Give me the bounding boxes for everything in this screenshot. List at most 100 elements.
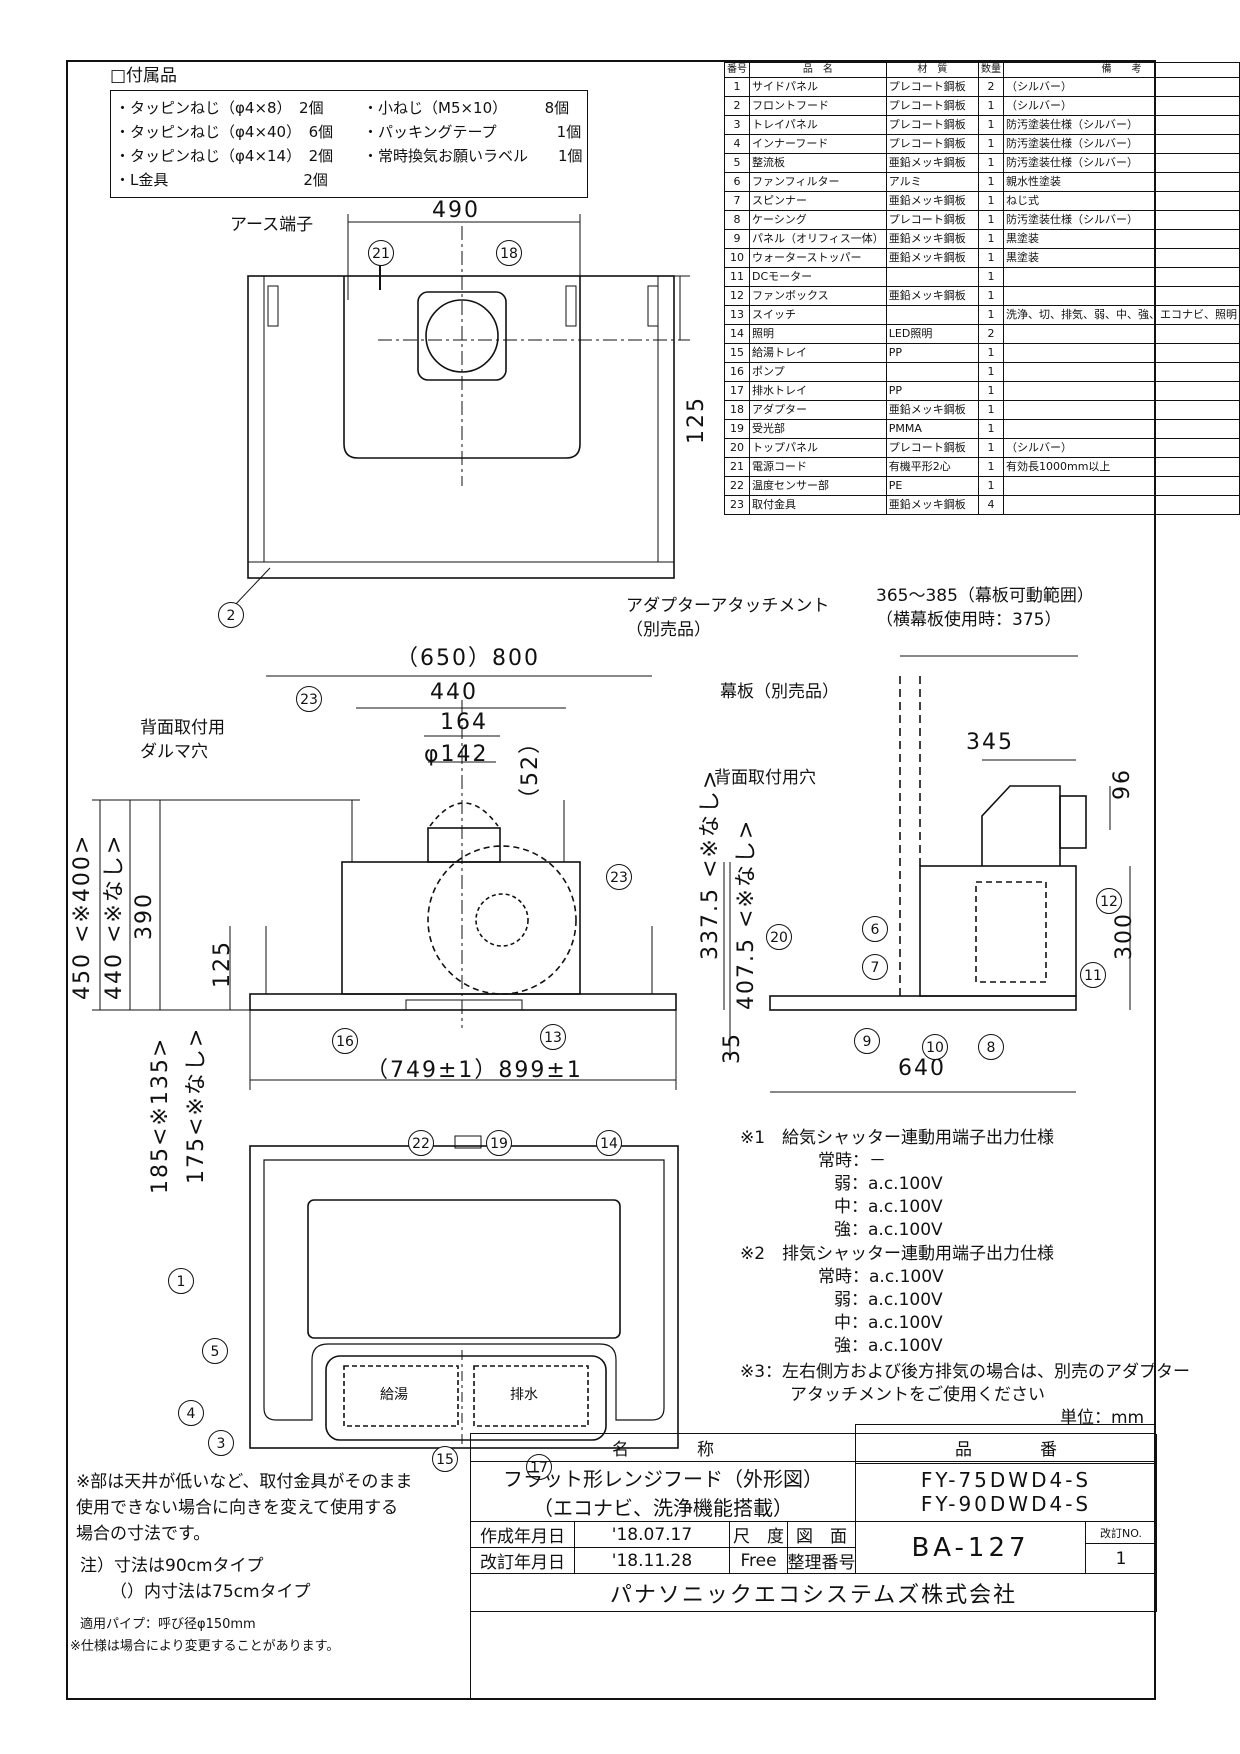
note-3-line-2: アタッチメントをご使用ください — [790, 1385, 1045, 1405]
sold-separately-label: （別売品） — [626, 620, 711, 640]
product-name-line-2: （エコナビ、洗浄機能搭載） — [533, 1495, 793, 1520]
part-name: フロントフード — [749, 96, 887, 116]
dim-142: φ142 — [424, 742, 489, 767]
note-2-title: ※2 排気シャッター連動用端子出力仕様 — [740, 1244, 1055, 1264]
callout-8: 8 — [978, 1034, 1004, 1060]
revised-label: 改訂年月日 — [471, 1548, 575, 1574]
revision-number: 1 — [1086, 1544, 1157, 1574]
note-2-line: 弱：a.c.100V — [834, 1290, 943, 1310]
note-left-7: ※仕様は場合により変更することがあります。 — [70, 1639, 340, 1654]
part-material: プレコート鋼板 — [885, 134, 980, 154]
drawing-sheet — [66, 60, 1156, 1700]
part-name: ケーシング — [749, 210, 887, 230]
note-1-line: 強：a.c.100V — [834, 1220, 943, 1240]
makuita-label: 幕板（別売品） — [720, 682, 839, 702]
part-no: 22 — [724, 476, 750, 496]
dim-390: 390 — [132, 892, 157, 940]
drawing-number: BA-127 — [856, 1522, 1086, 1574]
product-name: フラット形レンジフード（外形図） （エコナビ、洗浄機能搭載） — [471, 1462, 856, 1522]
part-no: 23 — [724, 495, 750, 515]
tray-panel — [325, 1355, 607, 1441]
callout-16: 16 — [332, 1028, 358, 1054]
dim-440: 440 — [430, 680, 478, 705]
created-label: 作成年月日 — [471, 1522, 575, 1548]
daruma-label-1: 背面取付用 — [140, 718, 225, 738]
drain-tray-label: 排水 — [510, 1387, 538, 1403]
callout-21: 21 — [368, 240, 394, 266]
dim-450: 450 <※400> — [70, 833, 95, 1000]
accessory-item: ・常時換気お願いラベル 1個 — [363, 147, 583, 165]
callout-18: 18 — [496, 240, 522, 266]
top-view-outline — [247, 275, 675, 579]
callout-15: 15 — [432, 1446, 458, 1472]
note-1-title: ※1 給気シャッター連動用端子出力仕様 — [740, 1128, 1055, 1148]
adapter-attachment-label: アダプターアタッチメント — [626, 596, 830, 616]
callout-10: 10 — [922, 1034, 948, 1060]
callout-4: 4 — [178, 1400, 204, 1426]
note-left-6: 適用パイプ：呼び径φ150mm — [80, 1617, 256, 1632]
scale-value: Free — [730, 1548, 788, 1574]
dim-35: 35 — [720, 1032, 745, 1064]
callout-11: 11 — [1080, 962, 1106, 988]
part-name: ウォーターストッパー — [749, 248, 887, 268]
dim-300: 300 — [1112, 912, 1137, 960]
part-no: 10 — [724, 248, 750, 268]
part-material: 亜鉛メッキ鋼板 — [885, 248, 980, 268]
daruma-label-2: ダルマ穴 — [140, 742, 208, 762]
part-remarks: 防汚塗装仕様（シルバー） — [1003, 153, 1240, 173]
part-no: 19 — [724, 419, 750, 439]
dim-490: 490 — [432, 198, 480, 223]
callout-13: 13 — [540, 1024, 566, 1050]
dim-175: 175<※なし> — [184, 1026, 209, 1184]
note-1-line: 弱：a.c.100V — [834, 1174, 943, 1194]
dim-345: 345 — [966, 730, 1014, 755]
side-view-bottom — [769, 995, 1077, 1011]
side-view-body — [919, 865, 1077, 997]
part-name: 取付金具 — [749, 495, 887, 515]
accessory-item: ・小ねじ（M5×10） 8個 — [363, 99, 570, 117]
part-material: 亜鉛メッキ鋼板 — [885, 153, 980, 173]
dim-125-top: 125 — [684, 396, 709, 444]
callout-20: 20 — [766, 924, 792, 950]
accessory-item: ・タッピンねじ（φ4×40） 6個 — [115, 123, 334, 141]
part-no: 21 — [724, 457, 750, 477]
part-no: 18 — [724, 400, 750, 420]
part-remarks: 防汚塗装仕様（シルバー） — [1003, 210, 1240, 230]
part-no: 11 — [724, 267, 750, 287]
unit-label: 単位：mm — [1060, 1408, 1145, 1428]
callout-12: 12 — [1096, 888, 1122, 914]
bottom-view-outline — [249, 1145, 679, 1449]
dim-337-5: 337.5 <※なし> — [698, 768, 723, 960]
dim-365-385: 365～385（幕板可動範囲） — [876, 586, 1094, 606]
part-no: 14 — [724, 324, 750, 344]
part-no-75: FY-75DWD4-S — [920, 1467, 1092, 1492]
dim-96: 96 — [1110, 768, 1135, 800]
dim-749-899: （749±1）899±1 — [366, 1058, 583, 1083]
hot-water-tray-label: 給湯 — [380, 1387, 408, 1403]
note-2-line: 常時：a.c.100V — [818, 1267, 944, 1287]
callout-17: 17 — [526, 1454, 552, 1480]
revised-date: '18.11.28 — [575, 1548, 730, 1574]
part-no-90: FY-90DWD4-S — [920, 1491, 1092, 1516]
name-header: 名 称 — [471, 1434, 856, 1462]
part-remarks: 防汚塗装仕様（シルバー） — [1003, 134, 1240, 154]
accessory-item: ・タッピンねじ（φ4×8） 2個 — [115, 99, 324, 117]
part-no-header: 品 番 — [856, 1434, 1157, 1462]
product-name-line-1: フラット形レンジフード（外形図） — [503, 1466, 823, 1491]
part-no: 15 — [724, 343, 750, 363]
part-material: プレコート鋼板 — [885, 77, 980, 97]
callout-5: 5 — [202, 1338, 228, 1364]
part-name: ファンボックス — [749, 286, 887, 306]
part-remarks — [1003, 495, 1240, 515]
part-numbers: FY-75DWD4-S FY-90DWD4-S — [856, 1462, 1157, 1522]
dim-185: 185<※135> — [148, 1036, 173, 1194]
note-left-5: （）内寸法は75cmタイプ — [110, 1582, 311, 1602]
dim-440-vertical: 440 <※なし> — [102, 833, 127, 1000]
part-no: 17 — [724, 381, 750, 401]
accessory-item: ・タッピンねじ（φ4×14） 2個 — [115, 147, 334, 165]
